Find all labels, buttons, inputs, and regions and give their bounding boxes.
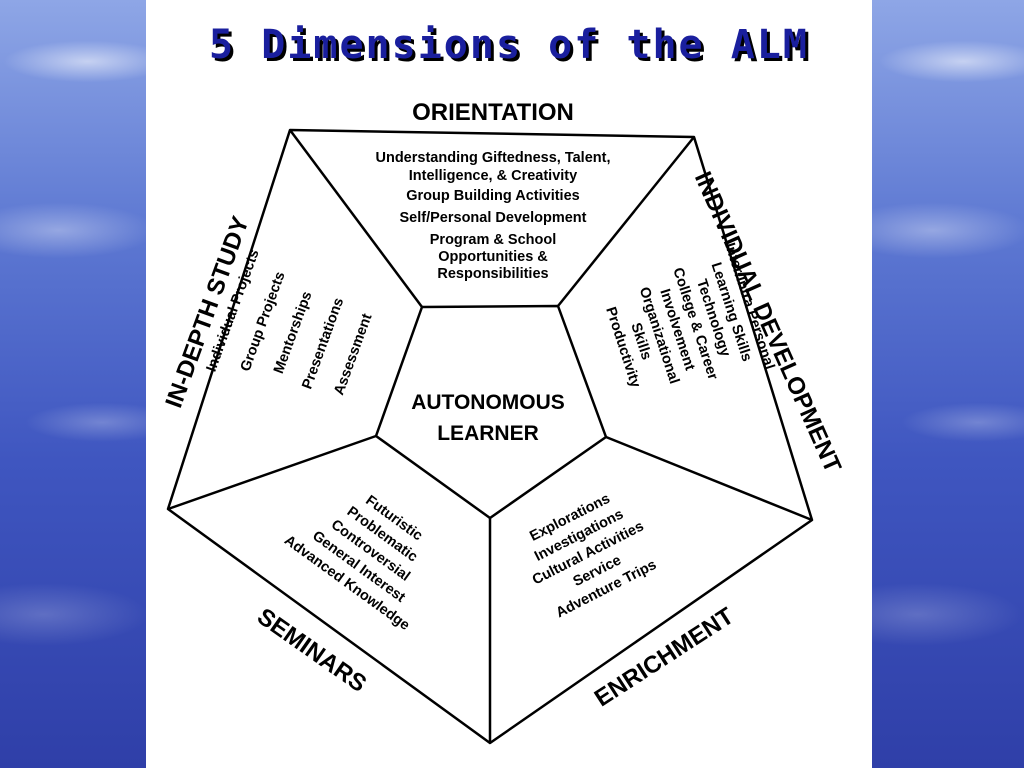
orientation-item: Intelligence, & Creativity: [409, 168, 577, 184]
seminars-heading: SEMINARS: [252, 603, 371, 698]
orientation-item: Self/Personal Development: [400, 210, 587, 226]
outer-pentagon: [166, 128, 814, 745]
divider-left: [167, 434, 377, 511]
divider-right: [605, 435, 813, 522]
orientation-item: Group Building Activities: [406, 188, 579, 204]
center-label-line2: LEARNER: [437, 422, 539, 445]
orientation-item: Responsibilities: [437, 266, 548, 282]
orientation-item: Program & School: [430, 232, 557, 248]
slide-title: 5 Dimensions of the ALM: [209, 22, 809, 68]
orientation-item: Opportunities &: [438, 249, 548, 265]
individual-development-items: Inter/Intra Personal Learning Skills Tec…: [602, 241, 777, 390]
background-water-right: [872, 0, 1024, 768]
divider-top-right: [557, 136, 695, 307]
orientation-items: Understanding Giftedness, Talent, Intell…: [376, 150, 611, 282]
inner-pentagon: [374, 304, 608, 520]
enrichment-items: Explorations Investigations Cultural Act…: [527, 491, 659, 622]
orientation-heading: ORIENTATION: [412, 99, 574, 126]
background-water-left: [0, 0, 146, 768]
divider-top-left: [288, 129, 424, 308]
diagram-panel: [146, 0, 872, 768]
seminars-items: Futuristic Problematic Controversial Gen…: [281, 493, 425, 634]
center-label-line1: AUTONOMOUS: [411, 391, 565, 414]
orientation-item: Understanding Giftedness, Talent,: [376, 150, 611, 166]
